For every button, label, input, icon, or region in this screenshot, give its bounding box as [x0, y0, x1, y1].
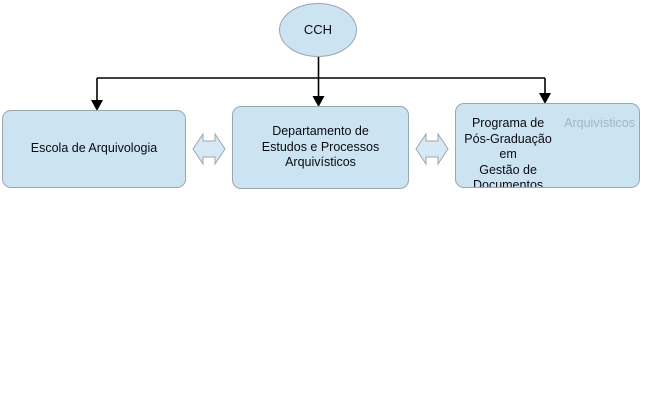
node-programa-label: Programa de Pós-Graduação em Gestão de D… — [464, 116, 552, 188]
node-escola-de-arquivologia[interactable]: Escola de Arquivologia — [2, 110, 186, 188]
node-departamento-de-estudos-e-processos-arquivisticos[interactable]: Departamento de Estudos e Processos Arqu… — [232, 106, 409, 189]
double-arrow-escola-departamento — [192, 132, 226, 166]
node-cch[interactable]: CCH — [279, 3, 357, 57]
node-departamento-label: Departamento de Estudos e Processos Arqu… — [261, 124, 380, 170]
node-escola-label: Escola de Arquivologia — [30, 141, 158, 156]
node-cch-label: CCH — [303, 22, 333, 38]
node-programa-clipped-label: Arquivísticos — [564, 116, 635, 130]
double-arrow-departamento-programa — [415, 132, 449, 166]
node-programa-de-pos-graduacao-em-gestao-de-documentos[interactable]: Programa de Pós-Graduação em Gestão de D… — [455, 103, 640, 188]
